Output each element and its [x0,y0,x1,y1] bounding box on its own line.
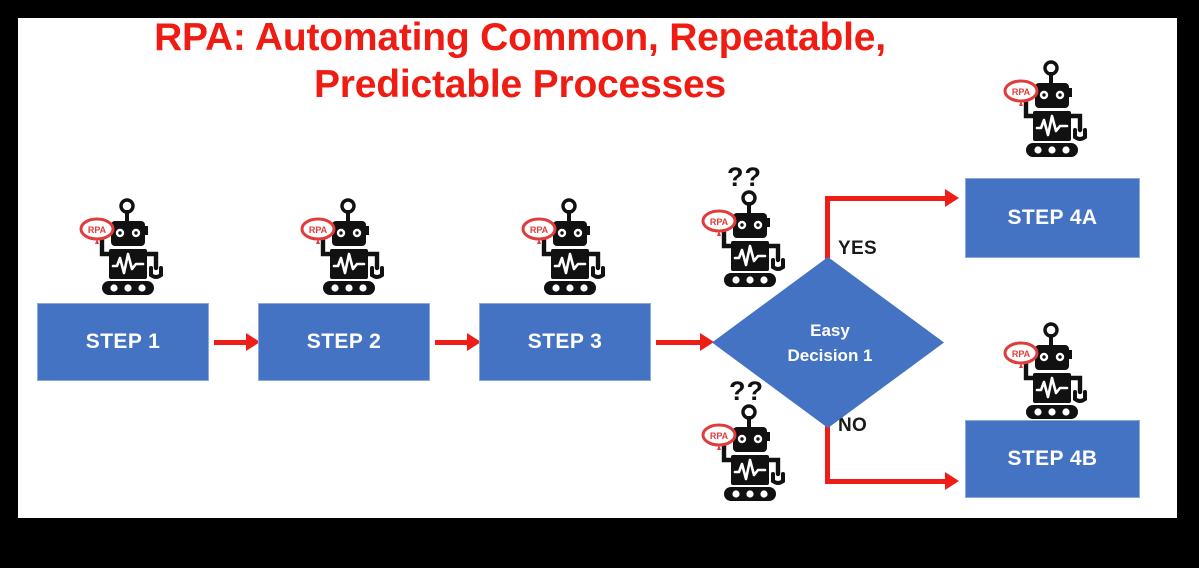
process-label: STEP 1 [85,330,161,353]
rpa-badge-icon: RPA [300,217,336,244]
question-mark-annotation-bottom: ?? [729,376,764,406]
edge-label-yes: YES [838,238,877,259]
arrowhead-icon [246,333,260,351]
arrowhead-icon [945,189,959,207]
rpa-robot-icon: RPA [520,196,618,296]
svg-text:RPA: RPA [530,225,549,235]
rpa-badge-icon: RPA [79,217,115,244]
connector-step2-step3 [435,340,470,345]
connector-step3-decision [656,340,704,345]
process-label: STEP 2 [306,330,382,353]
rpa-badge-icon: RPA [521,217,557,244]
question-mark-annotation-top: ?? [727,162,762,192]
rpa-robot-icon: RPA [700,188,798,288]
process-node-step1[interactable]: STEP 1 [37,303,209,381]
edge-label-no: NO [838,415,868,436]
arrowhead-icon [945,472,959,490]
svg-text:RPA: RPA [1012,87,1031,97]
process-label: STEP 3 [527,330,603,353]
title-line-2: Predictable Processes [313,63,727,106]
process-node-step3[interactable]: STEP 3 [479,303,651,381]
rpa-badge-icon: RPA [1003,79,1039,106]
connector-decision-step4b-horizontal [825,479,949,484]
title-line-1: RPA: Automating Common, Repeatable, [154,16,886,59]
svg-text:RPA: RPA [710,217,729,227]
rpa-badge-icon: RPA [701,209,737,236]
rpa-robot-icon: RPA [700,402,798,502]
diamond-shape [712,257,944,428]
connector-step1-step2 [214,340,249,345]
process-label: STEP 4B [1007,447,1098,470]
page-title: RPA: Automating Common, Repeatable, Pred… [30,14,1010,108]
connector-decision-step4b-vertical [825,424,830,484]
svg-text:RPA: RPA [309,225,328,235]
rpa-robot-icon: RPA [78,196,176,296]
process-label: STEP 4A [1007,206,1098,229]
arrowhead-icon [700,333,714,351]
svg-text:RPA: RPA [1012,349,1031,359]
arrowhead-icon [467,333,481,351]
rpa-badge-icon: RPA [701,423,737,450]
connector-decision-step4a-horizontal [825,196,949,201]
rpa-robot-icon: RPA [1002,58,1100,158]
process-node-step4a[interactable]: STEP 4A [965,178,1140,258]
rpa-badge-icon: RPA [1003,341,1039,368]
process-node-step4b[interactable]: STEP 4B [965,420,1140,498]
svg-text:RPA: RPA [710,431,729,441]
rpa-robot-icon: RPA [299,196,397,296]
rpa-robot-icon: RPA [1002,320,1100,420]
connector-decision-step4a-vertical [825,196,830,260]
process-node-step2[interactable]: STEP 2 [258,303,430,381]
decision-node-easy-decision-1[interactable]: Easy Decision 1 [712,257,944,428]
svg-text:RPA: RPA [88,225,107,235]
